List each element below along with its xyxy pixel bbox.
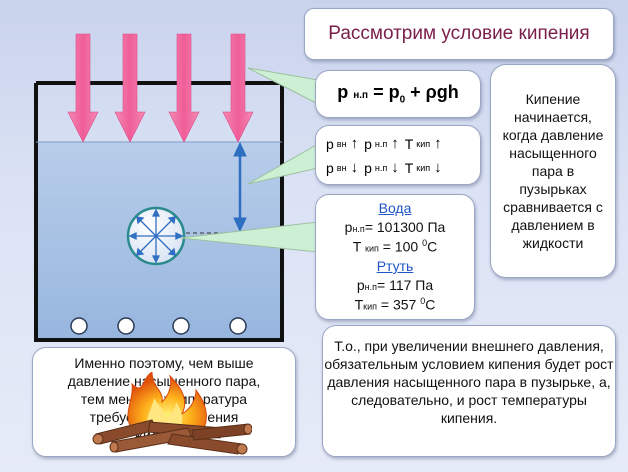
depth-arrow — [233, 141, 247, 233]
arrow-down-icon: ↓ — [350, 159, 359, 176]
water-heading: Вода — [378, 200, 412, 216]
small-bubble — [229, 317, 247, 335]
mercury-temperature: Tкип = 357 0С — [354, 296, 436, 313]
water-pressure: pн.п= 101300 Па — [344, 219, 446, 235]
arrow-down-icon: ↓ — [434, 159, 442, 176]
pressure-arrow — [67, 33, 99, 143]
page-title: Рассмотрим условие кипения — [328, 23, 590, 44]
boiling-values-box: Вода pн.п= 101300 Па T кип = 100 0С Ртут… — [315, 194, 475, 320]
firewood-logs — [92, 419, 252, 455]
conclusion-box: Т.о., при увеличении внешнего давления, … — [322, 325, 616, 457]
pressure-arrow — [222, 33, 254, 143]
small-bubble — [70, 317, 88, 335]
small-bubble — [117, 317, 135, 335]
vapor-bubble — [126, 206, 186, 266]
explanation-line: тем меньше температура — [80, 391, 248, 407]
external-pressure-arrows — [67, 33, 254, 143]
title-box: Рассмотрим условие кипения — [304, 8, 614, 60]
arrow-up-icon: ↑ — [434, 135, 442, 152]
callout-pointers — [179, 67, 319, 253]
arrow-up-icon: ↑ — [391, 135, 399, 152]
arrow-down-icon: ↓ — [391, 159, 399, 176]
campfire-image — [92, 372, 252, 455]
mercury-pressure: pн.п= 117 Па — [356, 277, 434, 293]
explanation-line: Именно поэтому, чем выше — [74, 355, 254, 371]
formula-box: p н.п = p0 + ρgh — [315, 70, 481, 118]
mercury-heading: Ртуть — [376, 258, 414, 274]
water-temperature: T кип = 100 0С — [352, 238, 438, 255]
boiling-condition-text: Кипение начинается, когда давление насыщ… — [502, 91, 604, 251]
pressure-arrow — [114, 33, 146, 143]
bottom-bubbles — [70, 317, 247, 335]
boiling-condition-box: Кипение начинается, когда давление насыщ… — [490, 64, 616, 278]
conclusion-text: Т.о., при увеличении внешнего давления, … — [324, 338, 614, 426]
small-bubble — [172, 317, 190, 335]
explanation-line: давление насыщенного пара, — [67, 373, 261, 389]
arrow-up-icon: ↑ — [350, 135, 359, 152]
formula: p н.п = p0 + ρgh — [337, 82, 459, 106]
pressure-arrow — [168, 33, 200, 143]
